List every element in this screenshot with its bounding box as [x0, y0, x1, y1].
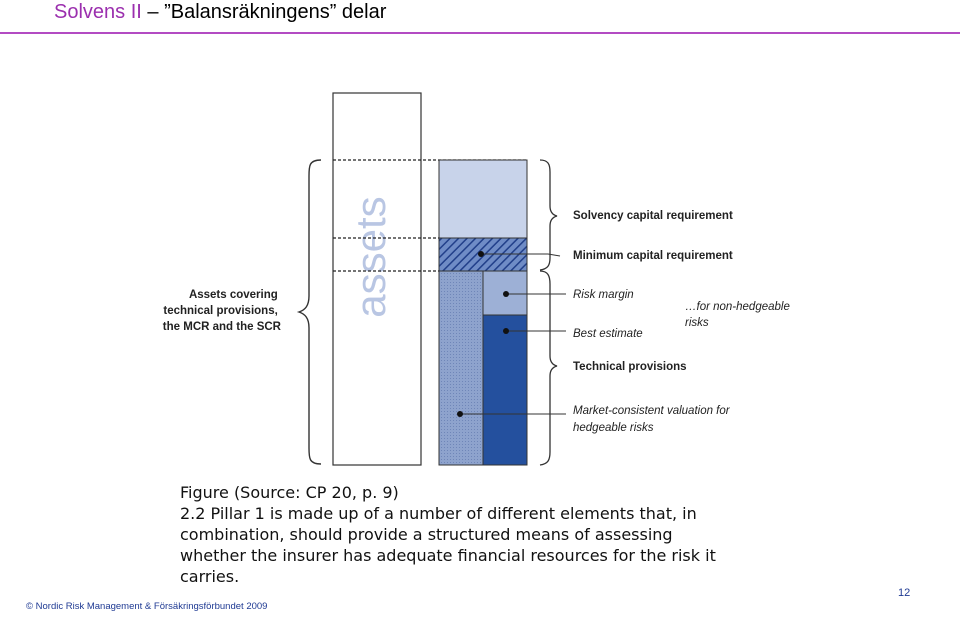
hedgeable-block [438, 270, 484, 466]
figure-caption: Figure (Source: CP 20, p. 9) 2.2 Pillar … [180, 482, 820, 587]
market-consistent-line: hedgeable risks [573, 422, 654, 434]
left-brace [296, 159, 322, 465]
scr-block [438, 159, 528, 239]
mcr-label: Minimum capital requirement [573, 250, 733, 262]
market-consistent-label: Market-consistent valuation for hedgeabl… [573, 405, 733, 434]
scr-label: Solvency capital requirement [573, 210, 733, 222]
technical-provisions-label: Technical provisions [573, 361, 687, 373]
market-consistent-line: Market-consistent valuation for [573, 405, 731, 417]
left-brace-label-line: technical provisions, [163, 305, 277, 317]
mcr-pointer-dot [478, 251, 484, 257]
risk-margin-pointer-dot [503, 291, 509, 297]
slide-title-part1: Solvens II [54, 1, 142, 23]
left-brace-label: Assets covering technical provisions, th… [163, 289, 282, 333]
footer-copyright: © Nordic Risk Management & Försäkringsfö… [26, 601, 268, 612]
assets-label: assets [347, 196, 394, 317]
page-number: 12 [898, 587, 911, 599]
caption-line: combination, should provide a structured… [180, 525, 673, 544]
best-estimate-label: Best estimate [573, 328, 643, 340]
scr-brace [539, 159, 558, 271]
non-hedgeable-line: …for non-hedgeable [685, 301, 790, 313]
title-divider [0, 32, 960, 34]
non-hedgeable-line: risks [685, 317, 709, 329]
left-brace-label-line: Assets covering [189, 289, 278, 301]
hedgeable-pointer-dot [457, 411, 463, 417]
technical-provisions-brace [539, 270, 558, 466]
risk-margin-label: Risk margin [573, 289, 634, 301]
caption-line: carries. [180, 567, 240, 586]
caption-line: 2.2 Pillar 1 is made up of a number of d… [180, 504, 697, 523]
mcr-pointer [481, 253, 561, 257]
slide-title-part2: – ”Balansräkningens” delar [141, 1, 387, 23]
caption-line: Figure (Source: CP 20, p. 9) [180, 483, 399, 502]
left-brace-label-line: the MCR and the SCR [163, 321, 282, 333]
best-estimate-block [482, 314, 528, 466]
best-estimate-pointer-dot [503, 328, 509, 334]
caption-line: whether the insurer has adequate financi… [180, 546, 716, 565]
assets-box [332, 92, 422, 466]
non-hedgeable-label: …for non-hedgeable risks [685, 301, 793, 329]
slide-title: Solvens II – ”Balansräkningens” delar [54, 1, 386, 24]
